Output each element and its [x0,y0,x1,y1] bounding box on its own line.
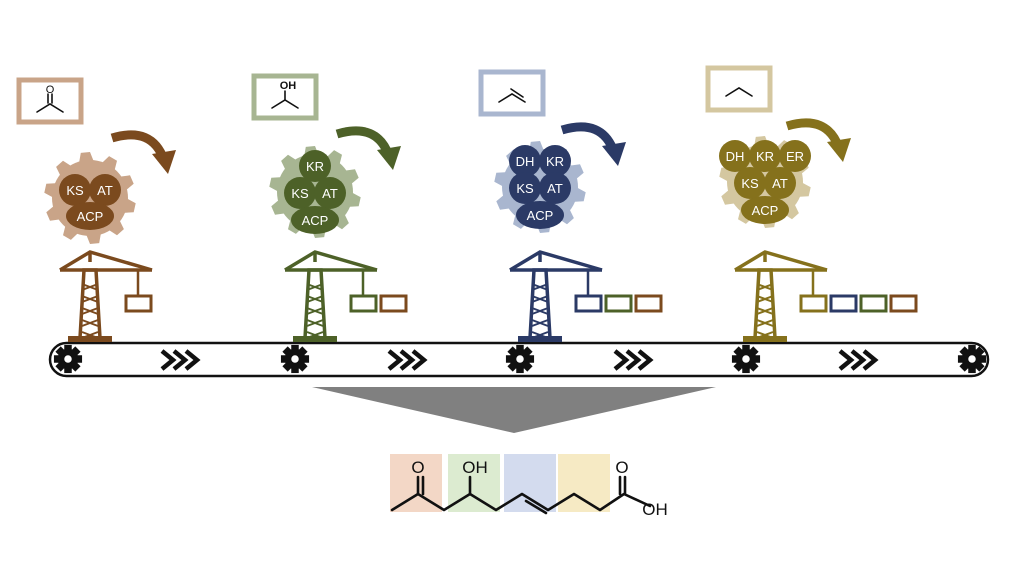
alkane-unit-icon [705,65,773,113]
domain-dh [509,145,541,177]
extender-unit [349,294,378,313]
domain-label: DH [516,154,535,169]
domain-label: KR [306,159,324,174]
domain-label: ACP [77,209,104,224]
domain-kr [749,140,781,172]
domain-label: ACP [302,213,329,228]
ketone-unit-icon: O [16,77,84,125]
funnel-arrow [312,387,716,433]
domain-at [764,167,796,199]
domain-acp [741,196,789,224]
domain-label: KS [516,181,534,196]
module-2: OH KR KS AT ACP [251,73,408,342]
extender-unit [574,294,603,313]
module-3: DH KR KS AT ACP [478,69,663,342]
domain-ks [59,174,91,206]
domain-label: AT [772,176,788,191]
extender-unit [634,294,663,313]
extender-unit [829,294,858,313]
domain-kr [539,145,571,177]
skeletal-bonds [390,475,652,515]
domain-label: AT [547,181,563,196]
domain-label: ACP [752,203,779,218]
module-row: O KS AT ACP OH KR KS AT ACP DH KR KS AT ACP DH KR ER KS AT… [16,65,918,342]
extender-unit [604,294,633,313]
belt-gear-icon [53,344,83,374]
ketone-oxygen-label: O [411,458,424,477]
acid-oxygen-label: O [615,458,628,477]
domain-acp [516,201,564,229]
domain-label: DH [726,149,745,164]
domain-at [314,177,346,209]
hydroxyl-unit-icon: OH [251,73,319,121]
domain-kr [299,150,331,182]
extender-unit [379,294,408,313]
domain-label: AT [97,183,113,198]
module-4: DH KR ER KS AT ACP [705,65,918,342]
alkane-highlight [558,454,610,512]
extender-unit [889,294,918,313]
extender-unit [124,294,153,313]
domain-ks [284,177,316,209]
domain-er [779,140,811,172]
chevrons-right-icon [613,349,654,371]
crane-icon [284,250,378,339]
product-molecule: O OH O OH [390,454,668,519]
domain-label: ACP [527,208,554,223]
domain-ks [509,172,541,204]
domain-label: KR [756,149,774,164]
domain-label: KS [291,186,309,201]
domain-label: KS [66,183,84,198]
domain-acp [291,206,339,234]
extender-unit [799,294,828,313]
module-1: O KS AT ACP [16,77,176,342]
domain-at [89,174,121,206]
conveyor-belt [48,341,990,378]
belt-gear-icon [957,344,987,374]
extender-unit [859,294,888,313]
chevrons-right-icon [838,349,879,371]
domain-label: KR [546,154,564,169]
domain-ks [734,167,766,199]
alkene-unit-icon [478,69,546,117]
domain-label: KS [741,176,759,191]
belt-gear-icon [280,344,310,374]
belt-gear-icon [505,344,535,374]
acid-hydroxyl-label: OH [642,500,668,519]
crane-icon [59,250,153,339]
domain-label: AT [322,186,338,201]
svg-text:O: O [46,84,55,96]
domain-dh [719,140,751,172]
hydroxyl-unit-label: OH [280,80,297,92]
domain-at [539,172,571,204]
hydroxyl-label: OH [462,458,488,477]
domain-label: ER [786,149,804,164]
domain-acp [66,202,114,230]
belt-gear-icon [731,344,761,374]
chevrons-right-icon [160,349,201,371]
chevrons-right-icon [387,349,428,371]
